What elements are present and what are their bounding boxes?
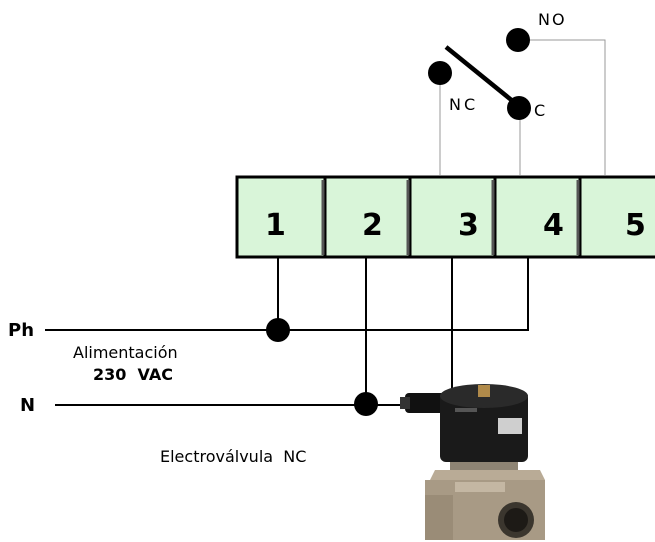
no-wire xyxy=(518,39,606,175)
neutral-junction xyxy=(354,392,378,416)
terminal-4 xyxy=(493,175,582,259)
terminal-5-label: 5 xyxy=(625,208,646,243)
relay-switch: NO NC C xyxy=(428,10,567,120)
phase-label: Ph xyxy=(8,320,34,341)
terminal-1-label: 1 xyxy=(265,208,286,243)
phase-junction xyxy=(266,318,290,342)
supply-voltage: 230 VAC xyxy=(93,365,173,384)
valve-label: Electroválvula NC xyxy=(160,447,306,466)
c-contact-dot xyxy=(507,96,531,120)
supply-wiring: Ph N Alimentación 230 VAC xyxy=(8,257,529,416)
nc-contact-dot xyxy=(428,61,452,85)
terminal-1 xyxy=(235,175,327,259)
solenoid-valve-image xyxy=(400,384,545,540)
terminal-4-label: 4 xyxy=(543,208,564,243)
terminal-3 xyxy=(408,175,497,259)
nc-label: NC xyxy=(449,95,478,114)
phase-wire xyxy=(45,257,529,331)
terminal-5 xyxy=(578,175,655,259)
terminal-2 xyxy=(323,175,412,259)
valve-nut xyxy=(478,385,490,397)
no-label: NO xyxy=(538,10,567,29)
valve-connector xyxy=(405,393,447,413)
c-label: C xyxy=(534,101,545,120)
terminal-3-label: 3 xyxy=(458,208,479,243)
neutral-label: N xyxy=(20,395,35,416)
terminal-2-label: 2 xyxy=(362,208,383,243)
supply-label: Alimentación xyxy=(73,343,178,362)
terminal-block: 1 2 3 4 5 xyxy=(235,175,655,259)
valve-tag xyxy=(498,418,522,434)
switch-arm xyxy=(444,45,522,109)
no-contact-dot xyxy=(506,28,530,52)
